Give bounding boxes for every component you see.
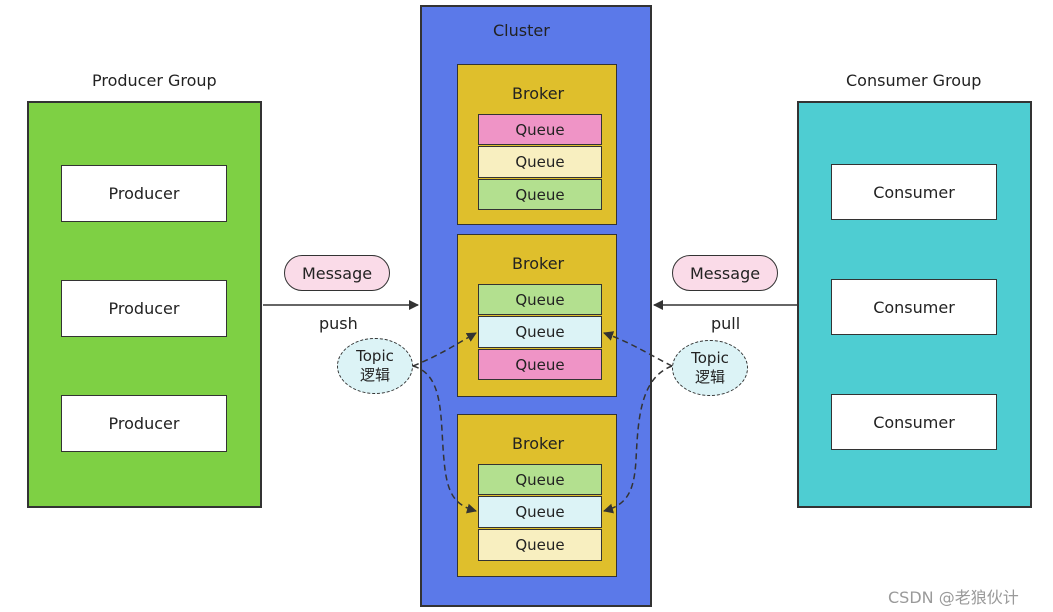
queue-label: Queue <box>515 470 565 489</box>
broker-label: Broker <box>512 84 565 103</box>
message-label: Message <box>301 263 373 283</box>
consumer-node-3: Consumer <box>831 394 997 450</box>
queue-label: Queue <box>515 153 565 171</box>
consumer-label: Consumer <box>873 182 955 202</box>
queue-label: Queue <box>515 290 565 309</box>
producer-label: Producer <box>108 184 180 203</box>
topic-line2: 逻辑 <box>694 368 725 386</box>
queue-b2-q2: Queue <box>478 316 602 348</box>
consumer-group-label: Consumer Group <box>846 71 982 90</box>
message-label: Message <box>689 263 761 283</box>
topic-right-to-queue-b3 <box>603 365 673 514</box>
producer-node-3: Producer <box>61 395 227 452</box>
topic-right-to-queue-b2 <box>603 331 673 367</box>
watermark: CSDN @老狼伙计 <box>888 588 1019 607</box>
queue-b3-q3: Queue <box>478 529 602 561</box>
consumer-label: Consumer <box>873 412 955 432</box>
consumer-node-2: Consumer <box>831 279 997 335</box>
queue-b1-q3: Queue <box>478 179 602 210</box>
queue-b3-q2: Queue <box>478 496 602 528</box>
queue-b3-q1: Queue <box>478 464 602 495</box>
producer-node-1: Producer <box>61 165 227 222</box>
queue-b1-q1: Queue <box>478 114 602 145</box>
queue-label: Queue <box>515 323 565 341</box>
topic-left-to-queue-b3 <box>412 365 477 514</box>
message-right: Message <box>672 255 778 291</box>
topic-left-to-queue-b2 <box>412 332 477 367</box>
consumer-node-1: Consumer <box>831 164 997 220</box>
push-label: push <box>319 314 358 333</box>
queue-label: Queue <box>515 536 565 554</box>
producer-group-label: Producer Group <box>92 71 217 90</box>
producer-label: Producer <box>108 299 180 318</box>
queue-b2-q3: Queue <box>478 349 602 380</box>
queue-label: Queue <box>515 120 565 139</box>
topic-line1: Topic <box>691 349 729 367</box>
message-left: Message <box>284 255 390 291</box>
producer-node-2: Producer <box>61 280 227 337</box>
topic-left: Topic 逻辑 <box>337 338 413 394</box>
broker-label: Broker <box>512 254 565 273</box>
consumer-label: Consumer <box>873 297 955 317</box>
queue-label: Queue <box>515 503 565 521</box>
pull-label: pull <box>711 314 741 333</box>
broker-label: Broker <box>512 434 565 453</box>
queue-b1-q2: Queue <box>478 146 602 178</box>
topic-right: Topic 逻辑 <box>672 340 748 396</box>
queue-b2-q1: Queue <box>478 284 602 315</box>
topic-line1: Topic <box>356 347 394 365</box>
producer-label: Producer <box>108 414 180 433</box>
topic-line2: 逻辑 <box>359 366 390 384</box>
queue-label: Queue <box>515 185 565 204</box>
cluster-label: Cluster <box>493 21 550 40</box>
queue-label: Queue <box>515 355 565 374</box>
